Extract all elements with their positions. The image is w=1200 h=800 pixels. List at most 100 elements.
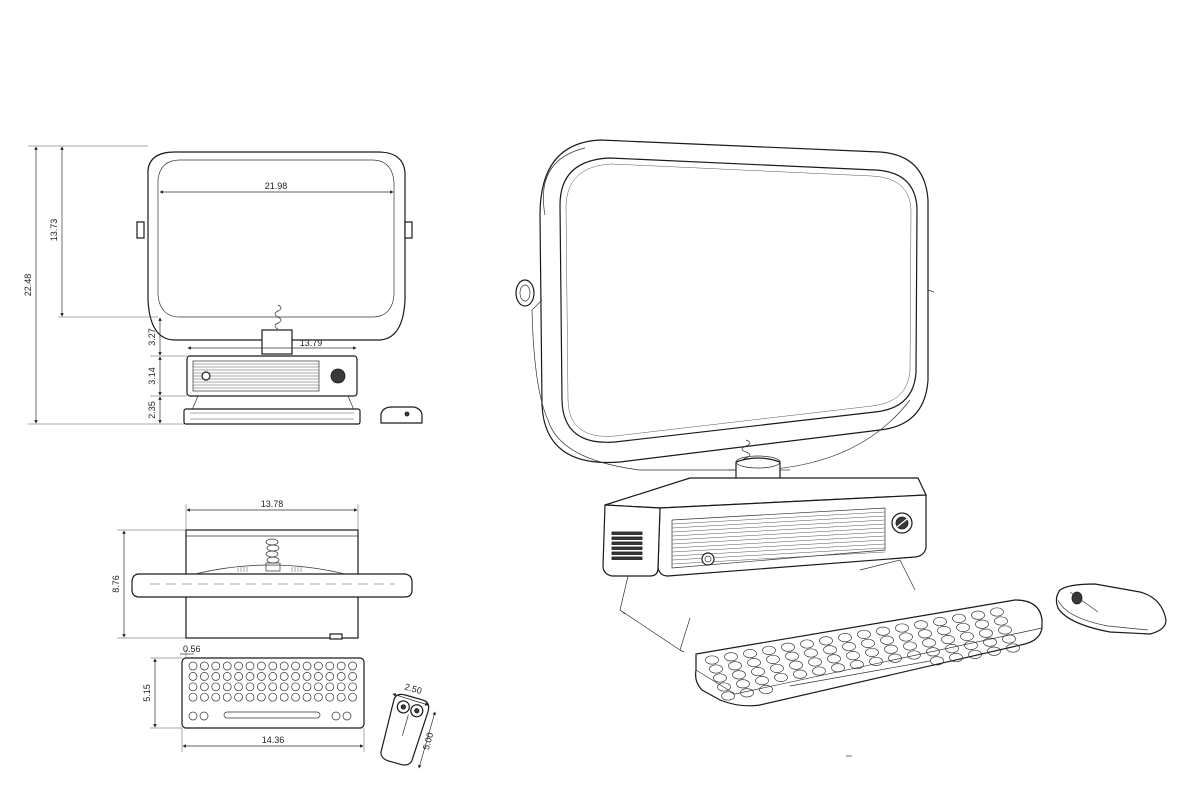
perspective-keyboard	[695, 599, 1043, 707]
keyboard-key	[314, 682, 323, 692]
perspective-key	[884, 644, 898, 654]
keyboard-key	[211, 661, 221, 671]
keyboard-key	[291, 682, 300, 692]
keyboard-key	[200, 661, 209, 671]
dim-screen-width: 21.98	[265, 181, 288, 191]
keyboard-key	[302, 682, 312, 692]
keyboard-key	[268, 692, 278, 702]
keyboard-dimensions: 5.15 14.36 0.56	[142, 644, 365, 752]
front-left-knob	[136, 221, 145, 239]
perspective-key	[895, 623, 909, 633]
perspective-key	[899, 632, 913, 642]
perspective-key	[907, 650, 921, 660]
keyboard-key	[342, 711, 352, 721]
perspective-key	[751, 667, 765, 677]
keyboard-key	[211, 682, 221, 692]
perspective-monitor-back	[531, 147, 586, 421]
perspective-key	[968, 649, 982, 659]
keyboard-key	[348, 661, 357, 671]
dim-depth: 8.76	[111, 575, 121, 593]
perspective-key	[998, 625, 1012, 635]
top-vents	[237, 567, 302, 572]
perspective-key	[808, 657, 822, 667]
perspective-key	[956, 622, 970, 632]
mouse-dimensions: 2.50 5.00	[392, 682, 436, 769]
perspective-key	[922, 638, 936, 648]
perspective-key	[1002, 634, 1016, 644]
perspective-key	[880, 635, 894, 645]
front-legs	[191, 395, 355, 411]
perspective-key	[941, 635, 955, 645]
perspective-key	[933, 617, 947, 627]
keyboard-key	[188, 682, 198, 692]
dim-legs-height: 2.35	[147, 401, 157, 419]
perspective-key	[964, 640, 978, 650]
top-dimensions: 13.78 8.76	[111, 499, 359, 639]
dim-mouse-length: 5.00	[421, 731, 435, 751]
perspective-key	[838, 633, 852, 643]
perspective-key	[743, 649, 757, 659]
front-base-grille	[193, 363, 319, 389]
front-monitor-screen	[157, 159, 395, 318]
perspective-key	[728, 661, 742, 671]
perspective-key	[857, 629, 871, 639]
perspective-key	[842, 642, 856, 652]
keyboard-key	[222, 692, 232, 702]
keyboard-key	[279, 682, 289, 692]
keyboard-key	[245, 682, 255, 692]
keyboard-key	[222, 661, 232, 671]
keyboard-key	[325, 682, 335, 692]
perspective-key	[1006, 643, 1020, 653]
keyboard-key	[188, 692, 198, 702]
perspective-key	[914, 620, 928, 630]
keyboard-key	[234, 661, 243, 671]
perspective-key	[724, 652, 738, 662]
keyboard-key	[257, 692, 266, 702]
perspective-key	[759, 685, 773, 695]
perspective-key	[930, 656, 944, 666]
front-spring	[274, 304, 282, 330]
dim-total-height: 22.48	[23, 274, 33, 297]
perspective-key	[987, 646, 1001, 656]
keyboard-key	[211, 672, 221, 681]
front-keyboard-keys	[190, 412, 354, 420]
perspective-key	[949, 653, 963, 663]
perspective-key	[869, 656, 883, 666]
perspective-key	[861, 638, 875, 648]
perspective-key	[747, 658, 761, 668]
keyboard-key	[188, 711, 198, 721]
dim-neck-height: 3.27	[147, 328, 157, 346]
perspective-key	[789, 660, 803, 670]
perspective-key	[800, 639, 814, 649]
perspective-key	[762, 645, 776, 655]
keyboard-key	[200, 682, 209, 692]
front-power-button	[201, 371, 211, 381]
keyboard-key	[325, 661, 335, 671]
top-spring	[265, 538, 281, 572]
keyboard-key	[314, 672, 323, 681]
keyboard-key	[291, 661, 300, 671]
keyboard-key	[348, 672, 357, 681]
front-neck	[261, 329, 293, 355]
dim-keyboard-width: 14.36	[262, 735, 285, 745]
keyboard-key	[325, 692, 335, 702]
perspective-key	[770, 663, 784, 673]
top-view	[131, 529, 413, 640]
perspective-left-knob	[515, 279, 535, 307]
perspective-key	[846, 651, 860, 661]
dim-screen-height: 13.73	[49, 219, 59, 242]
perspective-key	[819, 636, 833, 646]
keyboard-key	[188, 661, 198, 671]
dim-base-width-front: 13.79	[300, 338, 323, 348]
keyboard-key	[331, 711, 341, 721]
perspective-key	[960, 631, 974, 641]
keyboard-key	[291, 672, 300, 681]
keyboard-key	[257, 682, 266, 692]
keyboard-key	[302, 692, 312, 702]
keyboard-key	[268, 661, 278, 671]
keyboard-key	[234, 692, 243, 702]
front-mouse-wheel	[404, 411, 410, 417]
keyboard-key	[188, 672, 198, 681]
keyboard-top-spacebar	[223, 711, 321, 719]
